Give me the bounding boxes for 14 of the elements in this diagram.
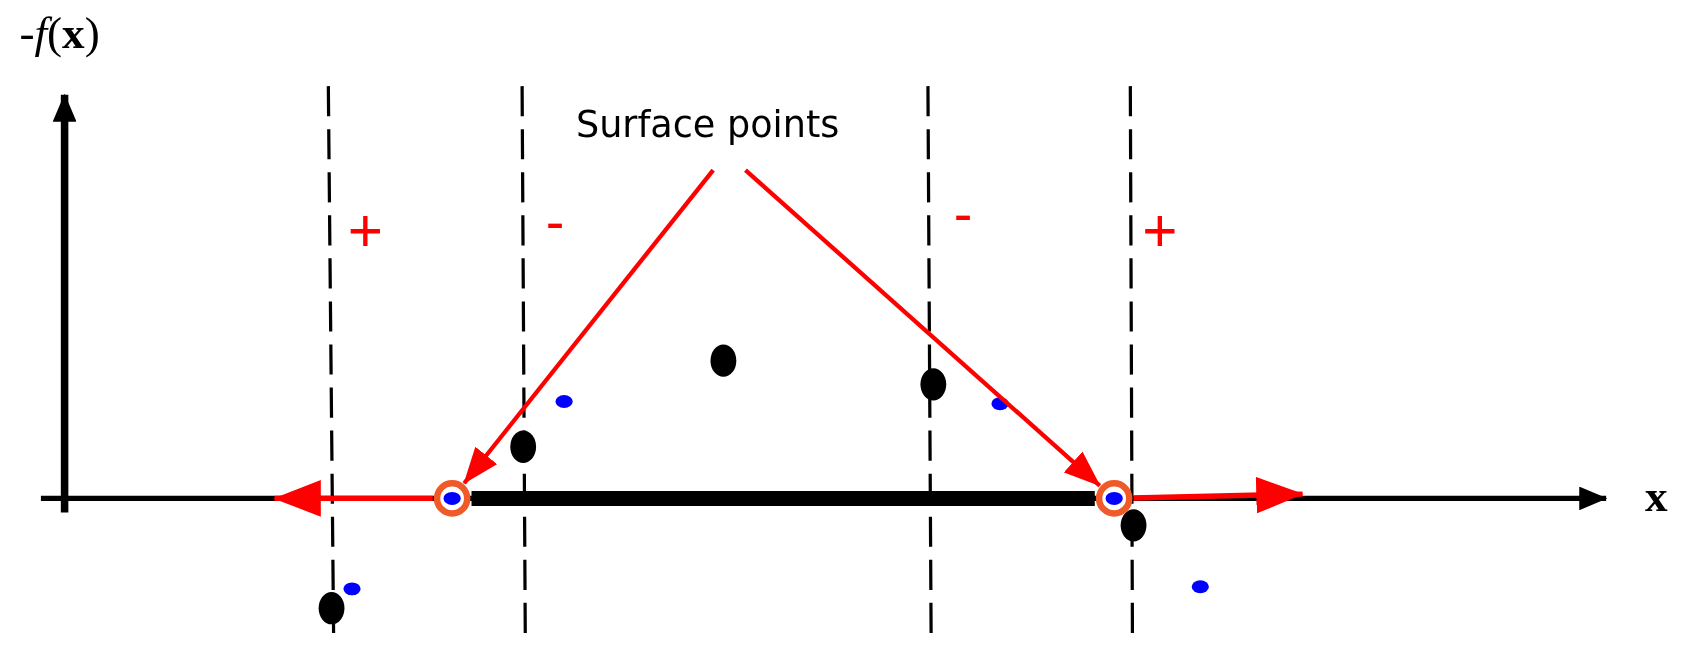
sign-label: - — [953, 185, 973, 242]
axis-label: -f(x) — [19, 10, 100, 56]
sign-label: + — [347, 200, 383, 261]
leader-arrow — [744, 168, 1102, 488]
leader-arrow — [462, 168, 715, 485]
direction-arrow — [273, 480, 433, 517]
sign-label: - — [545, 193, 565, 250]
axis-label: x — [1644, 473, 1668, 519]
surface-point — [433, 480, 471, 517]
sign-label: + — [1142, 200, 1178, 261]
direction-arrow — [1133, 476, 1304, 514]
callout-label: Surface points — [575, 105, 840, 143]
surface-point — [1095, 480, 1133, 517]
interval-bar — [471, 490, 1095, 506]
